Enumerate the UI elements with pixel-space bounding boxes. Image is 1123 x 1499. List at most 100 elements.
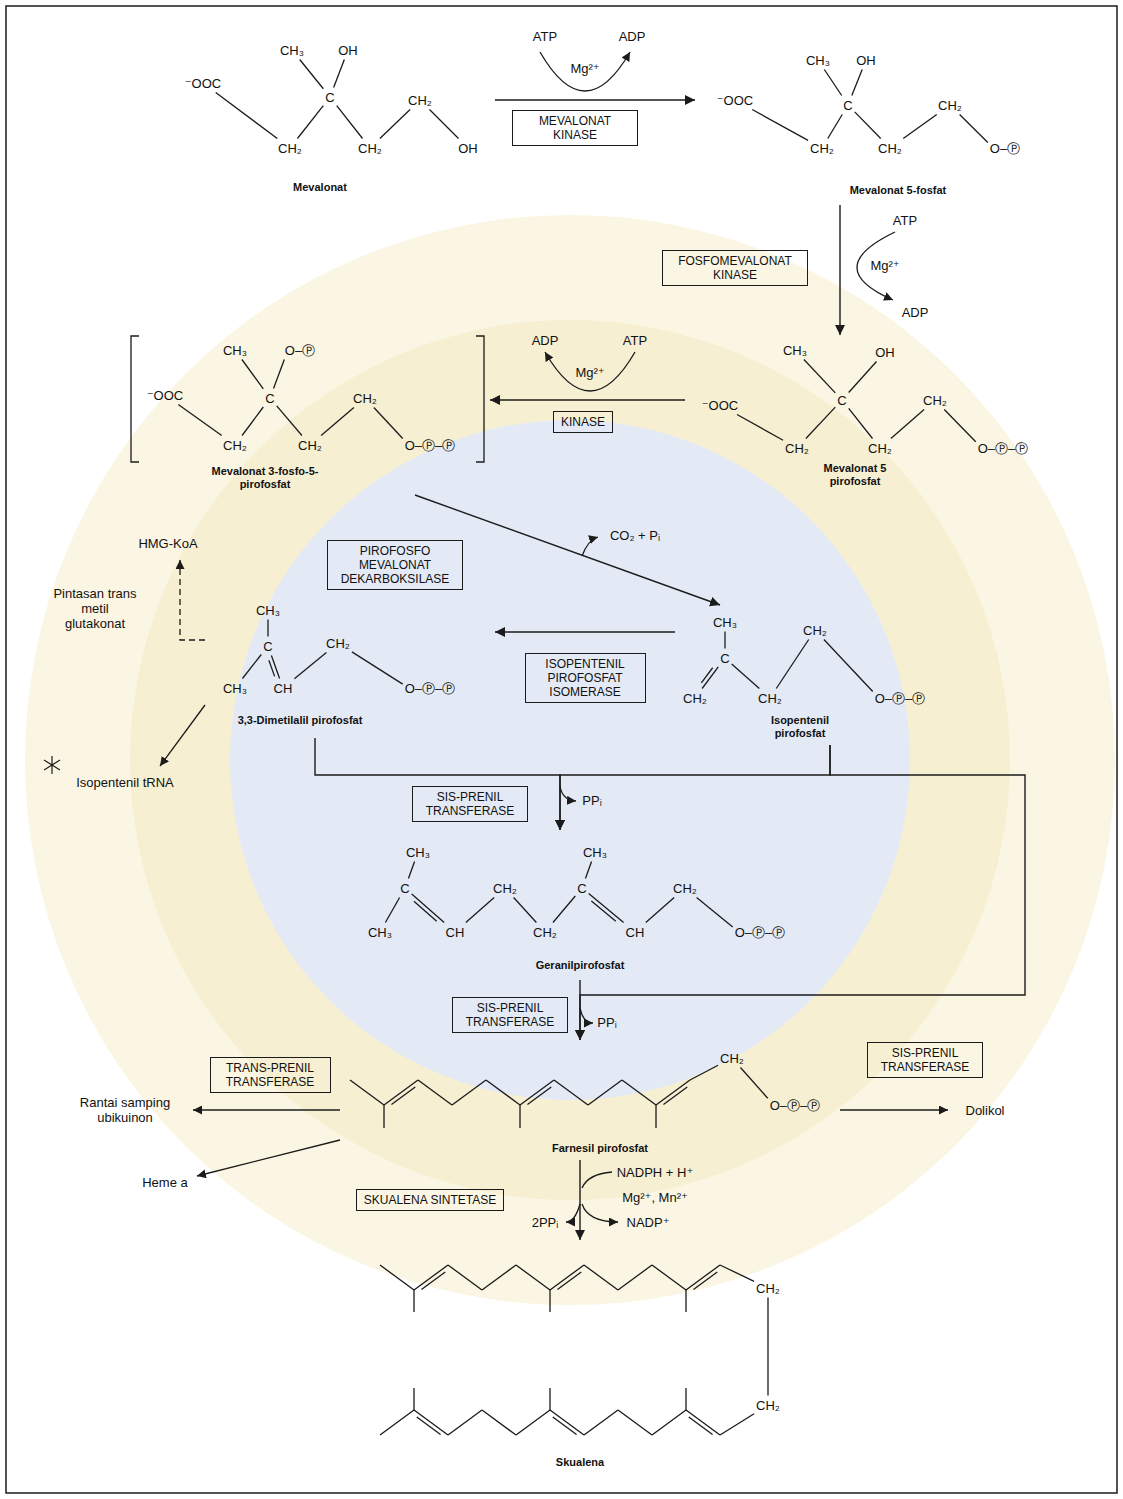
bond-line — [903, 115, 936, 139]
atom-label: C — [843, 98, 852, 113]
bond-line — [374, 408, 403, 439]
bond-line — [421, 1272, 445, 1290]
side-label: Pintasan trans metil glutakonat — [50, 586, 140, 631]
side-label: PPᵢ — [582, 793, 601, 808]
atom-label: CH₃ — [223, 343, 247, 358]
bond-line — [414, 1265, 448, 1290]
bond-line — [414, 901, 437, 921]
bond-line — [452, 1080, 486, 1105]
atom-label: CH₂ — [408, 93, 432, 108]
molecule-structure: CH₂CH₂Skualena — [370, 1240, 810, 1480]
enzyme-box: FOSFOMEVALONAT KINASE — [662, 250, 808, 286]
bond-line — [466, 898, 494, 923]
molecule-structure: CH₃CCH₂CH₂CH₂O–Ⓟ–ⓅIsopentenil pirofosfat — [675, 605, 960, 745]
enzyme-name: SIS-PRENIL TRANSFERASE — [875, 1046, 975, 1074]
bond-line — [652, 1265, 686, 1290]
atom-label: OH — [338, 43, 358, 58]
bond-line — [584, 1265, 618, 1290]
bond-line — [646, 898, 674, 923]
side-label: Mg²⁺ — [870, 258, 899, 273]
bond-line — [693, 1272, 717, 1290]
bond-line — [752, 110, 808, 141]
bond-line — [663, 1087, 687, 1105]
bond-line — [849, 408, 873, 438]
enzyme-name: PIROFOSFO MEVALONAT DEKARBOKSILASE — [335, 544, 455, 586]
side-label: ATP — [623, 333, 647, 348]
watermark-center — [230, 420, 910, 1100]
bond-line — [448, 1265, 482, 1290]
bond-line — [519, 1105, 520, 1128]
bond-line — [516, 1410, 550, 1435]
bond-line — [724, 632, 725, 649]
bond-line — [686, 1410, 720, 1435]
enzyme-box: SIS-PRENIL TRANSFERASE — [452, 997, 568, 1033]
bond-line — [413, 1290, 414, 1312]
enzyme-box: TRANS-PRENIL TRANSFERASE — [210, 1057, 331, 1093]
bond-line — [652, 1410, 686, 1435]
bond-line — [271, 656, 279, 679]
bond-line — [242, 360, 263, 389]
bond-line — [486, 1080, 520, 1105]
side-label: Isopentenil tRNA — [76, 775, 174, 790]
compound-name: Mevalonat 5-fosfat — [823, 184, 973, 197]
bond-line — [297, 106, 323, 139]
enzyme-box: SKUALENA SINTETASE — [356, 1189, 505, 1211]
atom-label: C — [325, 90, 334, 105]
bond-line — [960, 115, 988, 143]
atom-label: CH₂ — [938, 98, 962, 113]
bond-line — [337, 106, 363, 139]
atom-label: CH₃ — [256, 603, 280, 618]
atom-label: O–Ⓟ–Ⓟ — [735, 925, 786, 940]
watermark — [25, 215, 1115, 1305]
atom-label: CH₂ — [223, 438, 247, 453]
atom-label: O–Ⓟ–Ⓟ — [405, 438, 456, 453]
side-label: ADP — [902, 305, 929, 320]
compound-name: Farnesil pirofosfat — [520, 1142, 680, 1155]
bond-line — [776, 640, 808, 689]
atom-label: CH₂ — [683, 691, 707, 706]
bond-line — [740, 1068, 767, 1099]
bond-line — [418, 1080, 452, 1105]
pathway-arrow — [839, 205, 840, 335]
atom-label: CH₃ — [368, 925, 392, 940]
bond-line — [737, 415, 783, 441]
bond-line — [550, 1410, 584, 1435]
bond-line — [732, 664, 760, 689]
bracket — [131, 336, 139, 462]
enzyme-name: SKUALENA SINTETASE — [364, 1193, 497, 1207]
bond-line — [824, 70, 841, 96]
compound-name: 3,3-Dimetilalil pirofosfat — [235, 714, 365, 727]
atom-label: OH — [458, 141, 478, 156]
atom-label: CH₂ — [493, 881, 517, 896]
enzyme-box: KINASE — [553, 411, 613, 433]
atom-label: CH₂ — [278, 141, 302, 156]
bond-line — [380, 1265, 414, 1290]
bond-line — [408, 862, 414, 879]
side-label: ADP — [532, 333, 559, 348]
atom-label: CH₂ — [298, 438, 322, 453]
side-arrow — [193, 1109, 340, 1110]
molecule-structure: ⁻OOCCH₃OHCCH₂CH₂CH₂OHMevalonat — [165, 35, 495, 210]
bond-line — [294, 653, 326, 679]
atom-label: CH₂ — [758, 691, 782, 706]
watermark-ring — [130, 320, 1010, 1200]
atom-label: CH₂ — [810, 141, 834, 156]
atom-label: CH₃ — [783, 343, 807, 358]
side-label: Mg²⁺ — [570, 61, 599, 76]
atom-label: CH₂ — [673, 881, 697, 896]
side-arrow — [160, 705, 205, 766]
cofactor-arc — [582, 537, 598, 556]
enzyme-box: MEVALONAT KINASE — [512, 110, 638, 146]
bond-line — [824, 640, 873, 692]
side-label: HMG-KoA — [138, 536, 197, 551]
bond-line — [412, 894, 445, 923]
bond-line — [417, 1417, 441, 1435]
bond-line — [549, 1290, 550, 1312]
atom-label: O–Ⓟ — [990, 141, 1020, 156]
enzyme-name: TRANS-PRENIL TRANSFERASE — [218, 1061, 323, 1089]
enzyme-box: SIS-PRENIL TRANSFERASE — [867, 1042, 983, 1078]
compound-name: Mevalonat 5 pirofosfat — [810, 462, 900, 488]
atom-label: O–Ⓟ–Ⓟ — [978, 441, 1029, 456]
